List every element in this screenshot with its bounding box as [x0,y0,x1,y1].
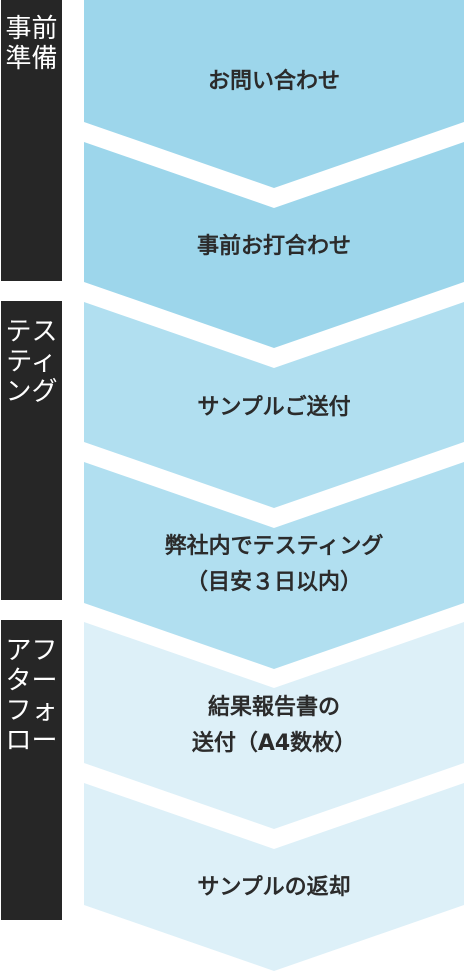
phase-label: テスティング [5,317,58,407]
step-label-meeting: 事前お打合わせ [196,234,351,259]
step-label-inquiry: お問い合わせ [207,69,340,94]
step-chevron [84,302,464,508]
phase-bar-aftercare: アフターフォロー [1,620,62,920]
phase-bar-preparation: 事前準備 [1,0,62,281]
step-chevron [84,142,464,348]
step-chevron [84,783,464,971]
phase-label: アフターフォロー [5,636,58,756]
step-label-sample-sending: サンプルご送付 [197,395,351,420]
step-label-testing: 弊社内でテスティング （目安３日以内） [164,534,384,595]
step-chevron [84,622,464,829]
step-label-report: 結果報告書の 送付（A4数枚） [191,695,357,756]
phase-label: 事前準備 [5,14,58,74]
phase-bar-testing: テスティング [1,301,62,600]
step-chevron [84,462,464,669]
step-chevron [84,0,464,188]
step-label-sample-return: サンプルの返却 [197,875,351,900]
